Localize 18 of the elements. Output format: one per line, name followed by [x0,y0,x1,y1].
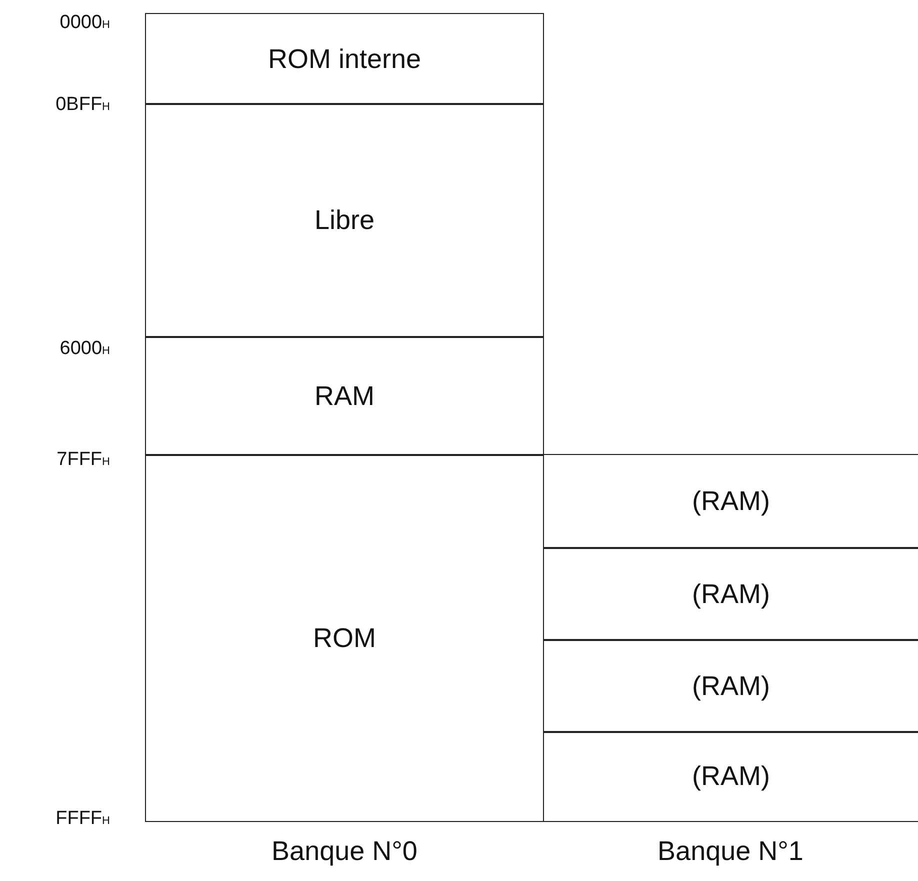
region-label: ROM interne [268,44,422,74]
bank-label: Banque N°0 [270,836,418,867]
region-label: (RAM) [692,486,770,517]
region-label: (RAM) [692,670,770,702]
bank-label: Banque N°1 [656,836,804,867]
region-label: ROM [313,622,376,654]
memory-region [543,454,918,549]
memory-region [145,454,544,822]
region-label: (RAM) [692,578,770,610]
region-label: RAM [314,380,374,412]
memory-region [145,13,544,105]
memory-region [543,547,918,641]
memory-region [543,639,918,733]
region-label: Libre [314,205,375,236]
region-label: (RAM) [692,761,770,792]
memory-region [145,336,544,456]
memory-region [543,731,918,822]
memory-region [145,103,544,338]
